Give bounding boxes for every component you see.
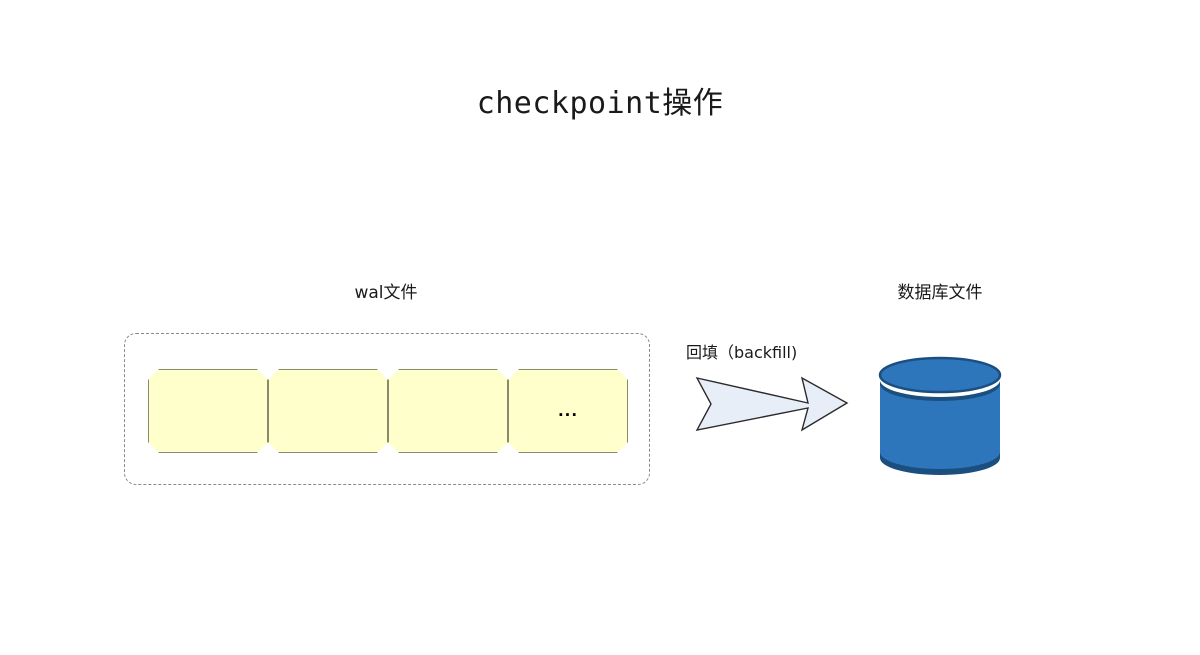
wal-frame-shape	[508, 369, 628, 453]
cylinder-bottom-rim	[880, 452, 1000, 475]
wal-frame-shape	[148, 369, 268, 453]
cylinder-body	[880, 378, 1000, 473]
wal-frame[interactable]	[148, 369, 268, 453]
wal-frame[interactable]	[388, 369, 508, 453]
wal-frame[interactable]	[268, 369, 388, 453]
wal-frame-shape	[388, 369, 508, 453]
wal-frame-ellipsis-label: ...	[557, 401, 579, 420]
database-cylinder-icon	[872, 356, 1008, 480]
wal-frames-row: ...	[148, 369, 628, 453]
backfill-label: 回填（backfill)	[686, 343, 798, 362]
page-title: checkpoint操作	[476, 86, 724, 121]
database-file-label: 数据库文件	[897, 283, 983, 303]
wal-frame-shape	[268, 369, 388, 453]
backfill-arrow	[690, 372, 854, 436]
arrow-shape	[695, 376, 849, 432]
wal-frame-ellipsis[interactable]: ...	[508, 369, 628, 453]
wal-file-label: wal文件	[354, 283, 418, 303]
wal-file-container	[124, 333, 650, 485]
cylinder-top	[878, 356, 1002, 394]
